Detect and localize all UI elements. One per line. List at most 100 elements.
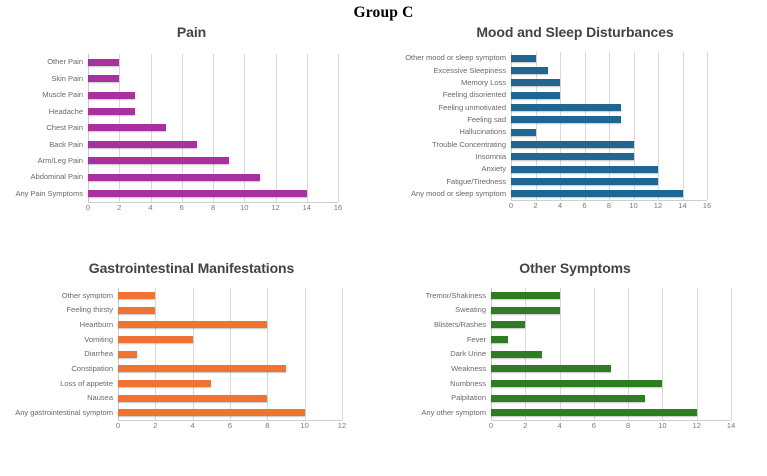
bar-row: Back Pain <box>49 136 338 152</box>
bar <box>491 321 526 329</box>
bar <box>118 335 193 343</box>
bar <box>118 365 286 373</box>
x-axis-tick-label: 2 <box>117 203 122 212</box>
bar-row: Constipation <box>71 361 342 376</box>
category-label: Other mood or sleep symptom <box>405 53 506 63</box>
x-axis-tick-label: 10 <box>240 203 249 212</box>
bar <box>88 173 260 181</box>
bar-row: Insomnia <box>476 151 707 163</box>
x-axis-tick-label: 16 <box>702 201 712 210</box>
gridline <box>342 288 343 420</box>
bar-row: Feeling unmotivated <box>439 101 707 113</box>
category-label: Feeling thirsty <box>66 305 113 315</box>
category-label: Fever <box>466 334 486 344</box>
category-label: Diarrhea <box>84 349 113 359</box>
x-axis-tick-label: 10 <box>300 421 309 430</box>
bar-row: Heartburn <box>80 317 342 332</box>
bar-row: Anxiety <box>481 163 707 175</box>
bar <box>511 165 658 173</box>
x-axis-tick-label: 12 <box>653 201 663 210</box>
x-axis-tick-label: 2 <box>523 421 528 430</box>
category-label: Other symptom <box>61 290 113 300</box>
bar <box>118 306 156 314</box>
bar-row: Feeling disoriented <box>443 89 707 101</box>
x-axis-tick-label: 2 <box>153 421 158 430</box>
bar-row: Tremor/Shakiness <box>425 288 731 303</box>
category-label: Hallucinations <box>459 127 506 137</box>
chart-panel-gastrointestinal: Gastrointestinal Manifestations Other sy… <box>0 260 383 476</box>
bar <box>88 91 135 99</box>
chart-title-other-symptoms: Other Symptoms <box>519 260 631 276</box>
x-axis-tick-label: 8 <box>626 421 631 430</box>
bar-row: Palpitation <box>451 391 731 406</box>
bar-row: Dark Urine <box>450 347 731 362</box>
category-label: Fatigue/Tiredness <box>446 176 506 186</box>
bar <box>491 409 697 417</box>
bar-row: Feeling sad <box>467 114 707 126</box>
bar <box>511 153 634 161</box>
bar <box>511 54 536 62</box>
bar-row: Fever <box>467 332 731 347</box>
bar-row: Feeling thirsty <box>66 303 342 318</box>
x-axis-tick-label: 4 <box>557 421 562 430</box>
bar-row: Abdominal Pain <box>31 169 338 185</box>
category-label: Any mood or sleep symptom <box>411 188 506 198</box>
bar <box>491 291 560 299</box>
gridline <box>731 288 732 420</box>
bar-row: Any gastrointestinal symptom <box>15 405 342 420</box>
x-axis-tick-label: 8 <box>210 203 216 212</box>
bar-row: Any other symptom <box>421 405 731 420</box>
bar <box>88 58 120 66</box>
x-axis-tick-label: 12 <box>337 421 347 430</box>
x-axis-tick-label: 8 <box>265 421 270 430</box>
chart-title-pain: Pain <box>176 24 207 40</box>
bar <box>511 177 658 185</box>
x-axis-tick-label: 12 <box>692 421 701 430</box>
bar <box>88 124 167 132</box>
category-label: Chest Pain <box>46 123 83 133</box>
bar <box>491 379 663 387</box>
x-axis-tick-label: 6 <box>591 421 596 430</box>
bar-row: Any mood or sleep symptom <box>411 188 707 200</box>
x-axis-tick-label: 0 <box>508 201 514 210</box>
category-label: Numbness <box>450 378 486 388</box>
bar <box>88 75 120 83</box>
x-axis-tick-label: 12 <box>271 203 280 212</box>
category-label: Sweating <box>455 305 486 315</box>
category-label: Memory Loss <box>460 78 506 88</box>
bar-row: Loss of appetite <box>60 376 342 391</box>
bar <box>88 157 229 165</box>
x-axis-tick-label: 0 <box>85 203 91 212</box>
bar-row: Fatigue/Tiredness <box>446 175 707 187</box>
x-axis-tick-label: 8 <box>606 201 612 210</box>
bar <box>118 321 268 329</box>
bar <box>88 140 198 148</box>
bar-row: Vomiting <box>84 332 342 347</box>
x-axis-tick-label: 4 <box>148 203 153 212</box>
bar <box>511 103 622 111</box>
bar-row: Weakness <box>451 361 731 376</box>
x-axis-tick-label: 6 <box>227 421 233 430</box>
gridline <box>338 54 339 202</box>
category-label: Trouble Concentrating <box>432 139 506 149</box>
x-axis-tick-label: 16 <box>333 203 343 212</box>
bar-row: Memory Loss <box>461 77 707 89</box>
chart-title-mood: Mood and Sleep Disturbances <box>476 24 674 40</box>
x-axis-tick-label: 10 <box>658 421 667 430</box>
x-axis-line <box>491 420 731 421</box>
category-label: Tremor/Shakiness <box>425 290 486 300</box>
x-axis-tick-label: 2 <box>533 201 538 210</box>
bar <box>511 128 536 136</box>
x-axis-line <box>118 420 342 421</box>
bar-row: Skin Pain <box>51 70 338 86</box>
category-label: Heartburn <box>79 319 113 329</box>
bar <box>491 365 611 373</box>
category-label: Vomiting <box>84 334 113 344</box>
